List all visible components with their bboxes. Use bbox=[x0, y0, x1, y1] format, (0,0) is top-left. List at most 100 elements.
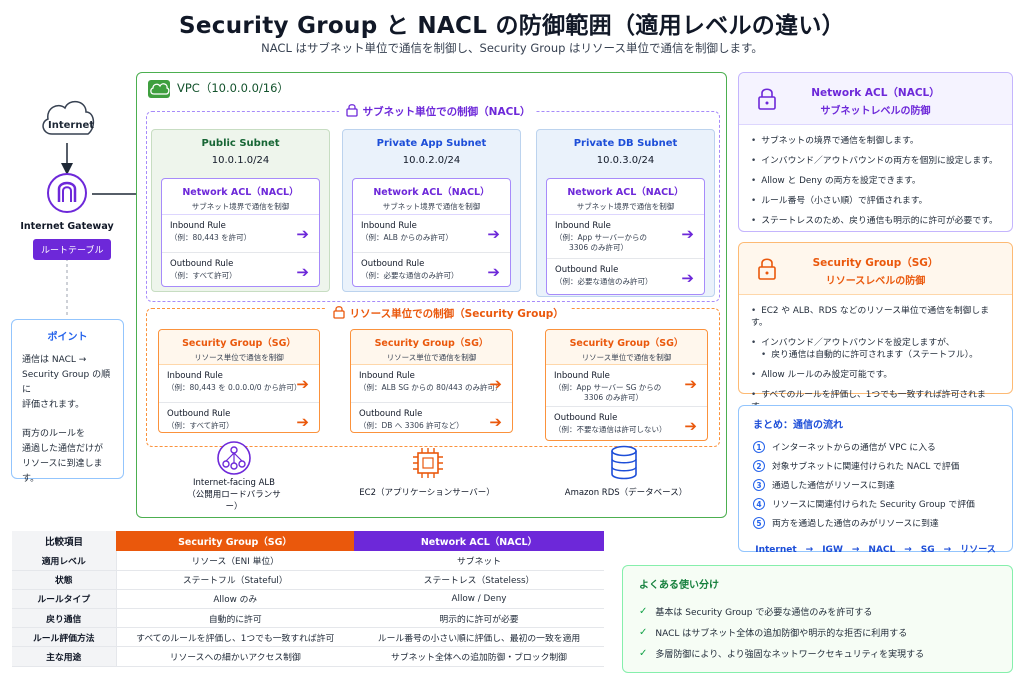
usecase-panel: よくある使い分け ✓基本は Security Group で必要な通信のみを許可… bbox=[622, 565, 1013, 673]
nacl-card-title: Network ACL（NACL） bbox=[567, 187, 684, 198]
list-item: インバウンド／アウトバウンドを設定しますが、 bbox=[751, 337, 1000, 349]
arrow-right-icon: ➔ bbox=[296, 263, 309, 281]
nacl-bullet-list: サブネットの境界で通信を制御します。 インバウンド／アウトバウンドの両方を個別に… bbox=[739, 125, 1012, 227]
list-item: EC2 や ALB、RDS などのリソース単位で通信を制御します。 bbox=[751, 305, 1000, 329]
sg-card-app[interactable]: Security Group（SG） リソース単位で通信を制御 Inbound … bbox=[350, 329, 513, 433]
subnet-cidr: 10.0.3.0/24 bbox=[596, 155, 655, 166]
list-item: ステートレスのため、戻り通信も明示的に許可が必要です。 bbox=[751, 215, 1000, 227]
outbound-rule-row[interactable]: Outbound Rule （例：すべて許可） ➔ bbox=[170, 259, 309, 281]
list-item: Allow ルールのみ設定可能です。 bbox=[751, 369, 1000, 381]
cloud-icon bbox=[42, 100, 95, 135]
vpc-label: VPC（10.0.0.0/16） bbox=[177, 81, 289, 95]
outbound-rule-row[interactable]: Outbound Rule （例：不要な通信は許可しない） ➔ bbox=[554, 413, 697, 435]
sg-panel-title: Security Group（SG） bbox=[812, 257, 939, 269]
arrow-right-icon: ➔ bbox=[681, 225, 694, 243]
arrow-right-icon: ➔ bbox=[684, 417, 697, 435]
outbound-rule-row[interactable]: Outbound Rule （例：必要な通信のみ許可） ➔ bbox=[555, 265, 694, 287]
col-header-nacl: Network ACL（NACL） bbox=[354, 531, 604, 551]
table-row: ルール評価方法すべてのルールを評価し、1つでも一致すれば許可ルール番号の小さい順… bbox=[12, 627, 604, 648]
arrow-right-icon: ➔ bbox=[681, 269, 694, 287]
nacl-card-db[interactable]: Network ACL（NACL） サブネット境界で通信を制御 Inbound … bbox=[546, 178, 705, 295]
inbound-rule-row[interactable]: Inbound Rule （例：App サーバー SG からの 3306 のみ許… bbox=[546, 365, 707, 407]
point-text-2: 両方のルールを 通過した通信だけが リソースに到達します。 bbox=[22, 429, 104, 484]
check-icon: ✓ bbox=[639, 648, 648, 659]
internet-gateway-icon bbox=[47, 173, 87, 213]
usecase-item: ✓NACL はサブネット全体の追加防御や明示的な拒否に利用する bbox=[639, 627, 908, 639]
nacl-card-title: Network ACL（NACL） bbox=[182, 187, 299, 198]
lock-icon bbox=[758, 258, 776, 280]
flow-title: まとめ：通信の流れ bbox=[753, 420, 843, 431]
comparison-table: 比較項目 Security Group（SG） Network ACL（NACL… bbox=[12, 531, 604, 667]
table-row: 主な用途リソースへの細かいアクセス制御サブネット全体への追加防御・ブロック制御 bbox=[12, 646, 604, 667]
list-item: Allow と Deny の両方を設定できます。 bbox=[751, 175, 1000, 187]
check-icon: ✓ bbox=[639, 606, 648, 617]
usecase-title: よくある使い分け bbox=[639, 580, 719, 591]
page-subtitle: NACL はサブネット単位で通信を制御し、Security Group はリソー… bbox=[261, 41, 763, 55]
internet-gateway-label: Internet Gateway bbox=[20, 221, 114, 232]
col-header-item: 比較項目 bbox=[12, 531, 116, 551]
arrow-right-icon: ➔ bbox=[296, 225, 309, 243]
list-item: インバウンド／アウトバウンドの両方を個別に設定します。 bbox=[751, 155, 1000, 167]
arrow-right-icon: ➔ bbox=[489, 375, 502, 393]
sg-card-title: Security Group（SG） bbox=[374, 338, 489, 349]
subnet-name: Private DB Subnet bbox=[573, 138, 678, 149]
route-table-badge[interactable]: ルートテーブル bbox=[33, 239, 112, 260]
nacl-info-panel: Network ACL（NACL） サブネットレベルの防御 サブネットの境界で通… bbox=[738, 72, 1013, 232]
arrow-right-icon: ➔ bbox=[489, 413, 502, 431]
table-row: 適用レベルリソース（ENI 単位）サブネット bbox=[12, 551, 604, 571]
sg-zone-title: リソース単位での制御（Security Group） bbox=[326, 305, 570, 321]
inbound-rule-row[interactable]: Inbound Rule （例：80,443 を許可） ➔ bbox=[162, 215, 319, 253]
check-icon: ✓ bbox=[639, 627, 648, 638]
inbound-rule-row[interactable]: Inbound Rule （例：App サーバーからの 3306 のみ許可） ➔ bbox=[547, 215, 704, 259]
nacl-card-sub: サブネット境界で通信を制御 bbox=[382, 202, 481, 211]
outbound-rule-row[interactable]: Outbound Rule （例：すべて許可） ➔ bbox=[167, 409, 309, 431]
arrow-right-icon: ➔ bbox=[296, 413, 309, 431]
list-item-continued: 戻り通信は自動的に許可されます（ステートフル）。 bbox=[751, 349, 1000, 361]
subnet-cidr: 10.0.2.0/24 bbox=[402, 155, 461, 166]
arrow-right-icon: ➔ bbox=[684, 375, 697, 393]
page-title: Security Group と NACL の防御範囲（適用レベルの違い） bbox=[179, 13, 845, 39]
subnet-cidr: 10.0.1.0/24 bbox=[211, 155, 270, 166]
load-balancer-icon[interactable] bbox=[216, 440, 252, 476]
point-box: ポイント 通信は NACL → Security Group の順に 評価されま… bbox=[11, 319, 124, 484]
database-icon[interactable] bbox=[609, 444, 639, 482]
inbound-rule-row[interactable]: Inbound Rule （例：ALB SG からの 80/443 のみ許可） … bbox=[351, 365, 512, 403]
point-text-1: 通信は NACL → Security Group の順に 評価されます。 bbox=[22, 355, 111, 410]
nacl-card-public[interactable]: Network ACL（NACL） サブネット境界で通信を制御 Inbound … bbox=[161, 178, 320, 287]
nacl-card-sub: サブネット境界で通信を制御 bbox=[576, 202, 675, 211]
inbound-rule-row[interactable]: Inbound Rule （例：ALB からのみ許可） ➔ bbox=[353, 215, 510, 253]
sg-card-db[interactable]: Security Group（SG） リソース単位で通信を制御 Inbound … bbox=[545, 329, 708, 441]
sg-card-sub: リソース単位で通信を制御 bbox=[386, 353, 477, 362]
outbound-rule-row[interactable]: Outbound Rule （例：必要な通信のみ許可） ➔ bbox=[361, 259, 500, 281]
arrow-right-icon: ➔ bbox=[487, 263, 500, 281]
rds-label: Amazon RDS（データベース） bbox=[564, 488, 688, 498]
usecase-item: ✓基本は Security Group で必要な通信のみを許可する bbox=[639, 606, 873, 618]
internet-label: Internet bbox=[48, 120, 95, 131]
sg-info-panel: Security Group（SG） リソースレベルの防御 EC2 や ALB、… bbox=[738, 242, 1013, 412]
sg-card-sub: リソース単位で通信を制御 bbox=[194, 353, 284, 362]
sg-card-public[interactable]: Security Group（SG） リソース単位で通信を制御 Inbound … bbox=[158, 329, 320, 433]
inbound-rule-row[interactable]: Inbound Rule （例：80,443 を 0.0.0.0/0 から許可）… bbox=[159, 365, 319, 403]
arrow-right-icon: ➔ bbox=[296, 375, 309, 393]
table-row: 状態ステートフル（Stateful）ステートレス（Stateless） bbox=[12, 570, 604, 590]
lock-icon bbox=[758, 88, 776, 110]
nacl-panel-subtitle: サブネットレベルの防御 bbox=[820, 106, 931, 117]
nacl-panel-title: Network ACL（NACL） bbox=[811, 87, 940, 99]
nacl-zone-title: サブネット単位での制御（NACL） bbox=[339, 103, 537, 119]
arrow-right-icon: ➔ bbox=[487, 225, 500, 243]
ec2-label: EC2（アプリケーションサーバー） bbox=[359, 488, 495, 498]
nacl-card-app[interactable]: Network ACL（NACL） サブネット境界で通信を制御 Inbound … bbox=[352, 178, 511, 287]
sg-card-title: Security Group（SG） bbox=[182, 338, 296, 349]
vpc-cloud-icon bbox=[148, 80, 170, 98]
ec2-chip-icon[interactable] bbox=[410, 445, 446, 481]
lock-icon bbox=[346, 104, 358, 117]
col-header-sg: Security Group（SG） bbox=[116, 531, 354, 551]
outbound-rule-row[interactable]: Outbound Rule （例：DB へ 3306 許可など） ➔ bbox=[359, 409, 502, 431]
usecase-item: ✓多層防御により、より強固なネットワークセキュリティを実現する bbox=[639, 648, 925, 660]
sg-panel-subtitle: リソースレベルの防御 bbox=[825, 276, 926, 287]
